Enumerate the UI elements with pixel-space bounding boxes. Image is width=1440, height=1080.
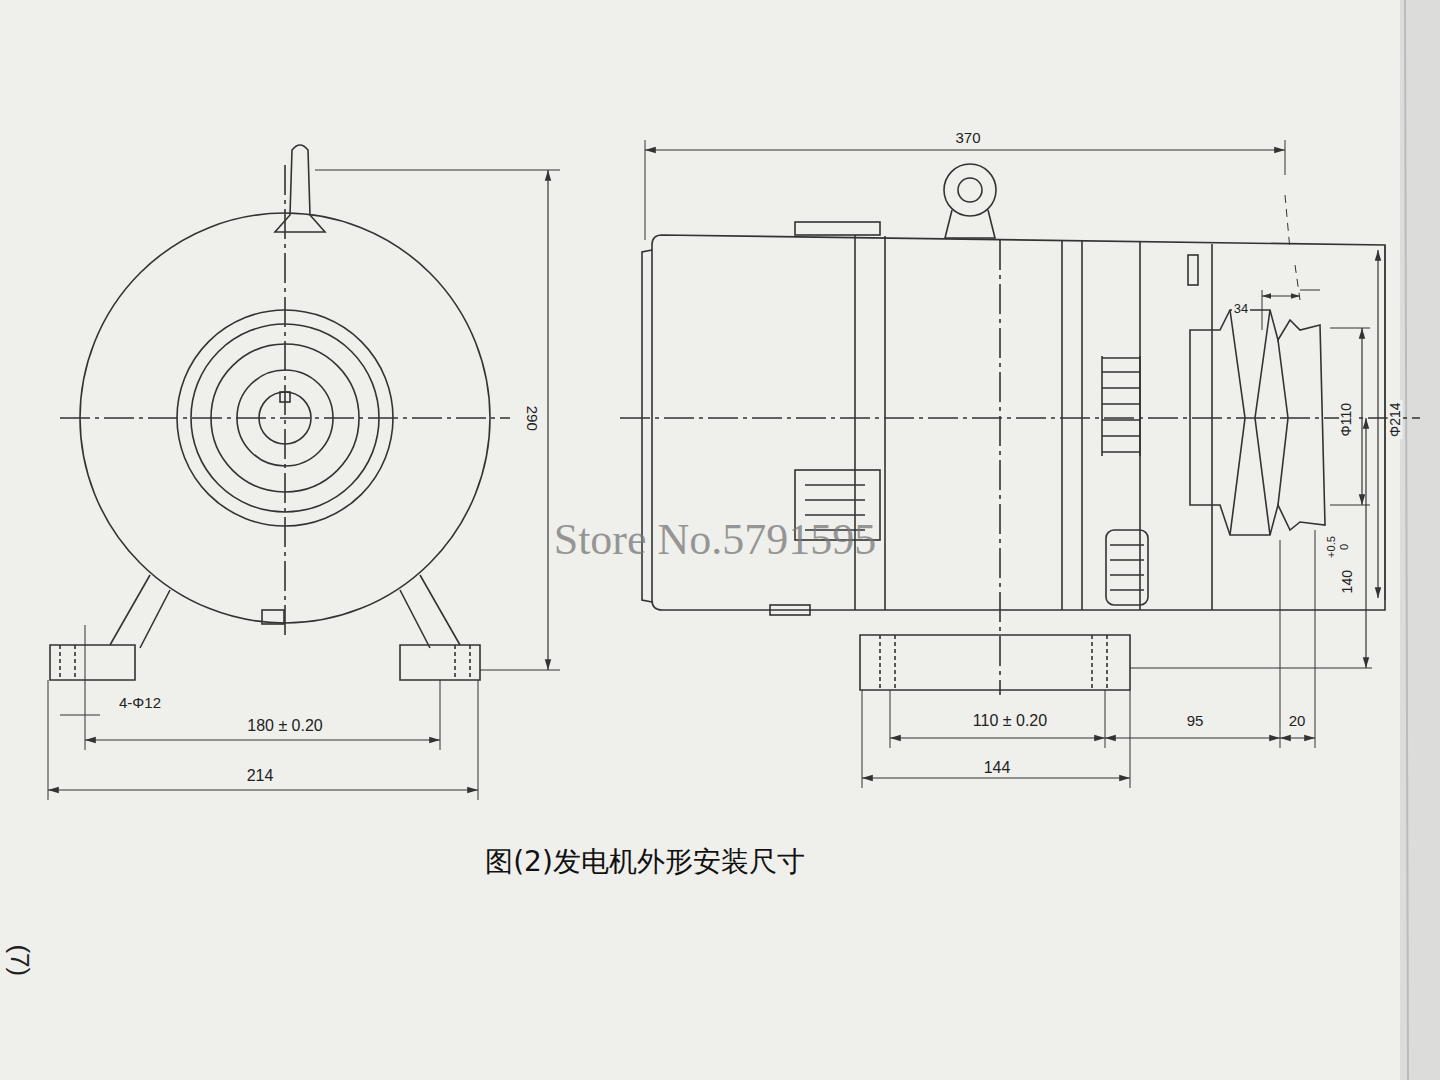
dimension: 95: [1185, 713, 1206, 730]
page-number: (7): [6, 942, 35, 978]
dimension: 290: [524, 403, 541, 432]
dimension: 34: [1232, 302, 1250, 316]
dimension: Φ110: [1339, 401, 1354, 439]
dimension: 144: [982, 759, 1013, 777]
hole-callout: 4-Φ12: [117, 695, 163, 712]
dimension: 370: [953, 130, 982, 147]
dimension: 20: [1287, 713, 1308, 730]
dimension: 110 ± 0.20: [971, 712, 1049, 730]
watermark: Store No.5791595: [552, 516, 879, 564]
figure-caption: 图(2)发电机外形安装尺寸: [481, 843, 809, 881]
dimension: 214: [245, 767, 276, 785]
tolerance: +0.5: [1325, 534, 1337, 560]
dimension: 140: [1340, 568, 1355, 595]
dimension: Φ214: [1387, 401, 1402, 440]
dimension: 180 ± 0.20: [245, 717, 325, 735]
tolerance: 0: [1338, 542, 1350, 552]
